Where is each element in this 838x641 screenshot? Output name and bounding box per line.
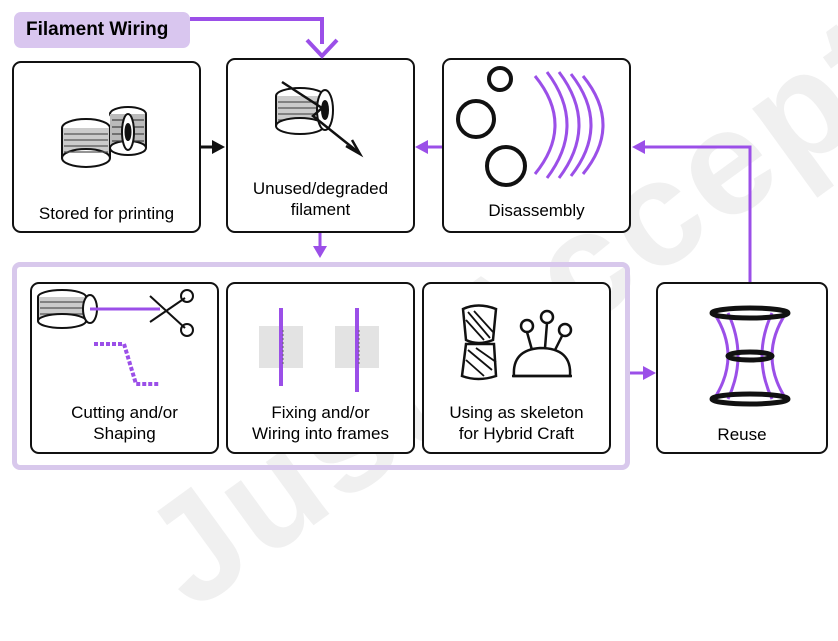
diagram-graphics	[37, 17, 791, 407]
arrow-group-to-reuse	[630, 366, 656, 380]
cutting-scissors-icon	[37, 289, 194, 386]
disassembly-icon	[456, 66, 605, 187]
hybrid-craft-icon	[460, 304, 573, 381]
node-reuse-label: Reuse	[717, 425, 767, 444]
node-stored-label: Stored for printing	[38, 204, 175, 223]
reuse-frame-icon	[709, 305, 791, 407]
arrow-disassembly-to-unused	[415, 140, 442, 154]
node-hybrid-craft: Using as skeleton for Hybrid Craft	[422, 282, 611, 454]
arrow-stored-to-unused	[201, 140, 225, 154]
node-fixing-label: Fixing and/or Wiring into frames	[252, 403, 389, 443]
node-skeleton-label: Using as skeleton for Hybrid Craft	[449, 403, 584, 443]
processing-group	[12, 262, 630, 470]
node-disassembly-label: Disassembly	[488, 201, 585, 220]
tangled-spool-icon	[275, 80, 364, 158]
arrow-reuse-to-disassembly	[632, 140, 752, 282]
spools-icon	[61, 106, 147, 168]
node-reuse: Reuse	[656, 282, 828, 454]
fixing-frames-icon	[259, 308, 379, 392]
node-stored-for-printing: Stored for printing	[12, 61, 201, 233]
node-unused-label: Unused/degraded filament	[252, 179, 389, 219]
diagram-title: Filament Wiring	[14, 12, 190, 48]
node-fixing-wiring: Fixing and/or Wiring into frames	[226, 282, 415, 454]
node-cutting-label: Cutting and/or Shaping	[71, 403, 178, 443]
node-unused-filament: Unused/degraded filament	[226, 58, 415, 233]
arrow-title-to-unused	[190, 17, 339, 59]
arrow-unused-to-group	[313, 233, 327, 258]
